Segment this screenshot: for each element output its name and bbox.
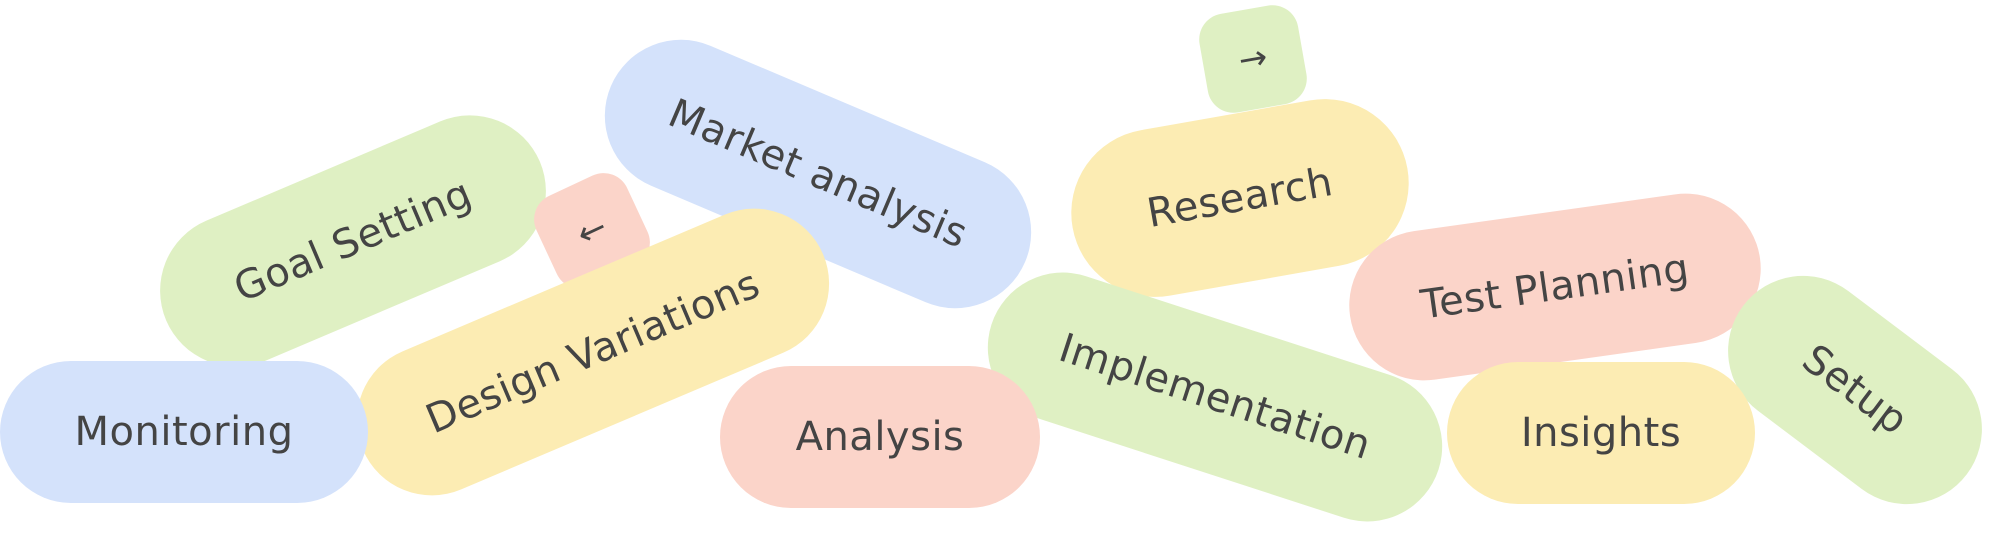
tag-label: Analysis bbox=[795, 414, 965, 460]
tag-label: Implementation bbox=[1053, 324, 1377, 470]
arrow-right-icon: → bbox=[1195, 1, 1311, 117]
tag-label: Setup bbox=[1793, 335, 1917, 445]
tag-label: Research bbox=[1143, 159, 1337, 237]
tag-label: Monitoring bbox=[74, 409, 294, 455]
tag-label: Insights bbox=[1520, 410, 1682, 456]
tag-analysis: Analysis bbox=[720, 366, 1040, 508]
tag-test-planning: Test Planning bbox=[1339, 183, 1771, 391]
tag-insights: Insights bbox=[1447, 362, 1755, 504]
tag-label: Goal Setting bbox=[227, 170, 479, 312]
tag-monitoring: Monitoring bbox=[0, 361, 368, 503]
tag-label: Design Variations bbox=[419, 260, 767, 444]
tag-label: Test Planning bbox=[1417, 245, 1693, 329]
